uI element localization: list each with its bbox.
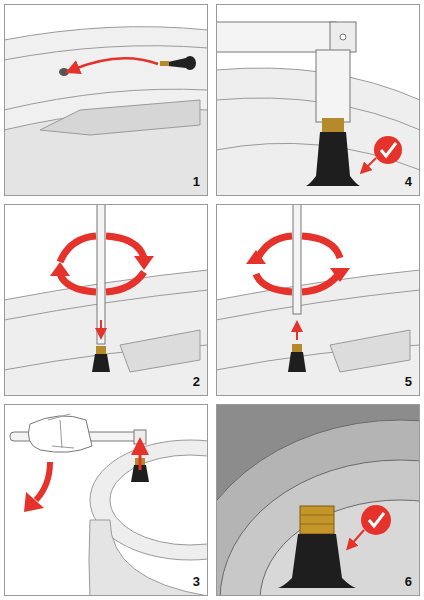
step-number: 3 [193,575,200,588]
step-number: 5 [405,375,412,388]
step-number: 6 [405,575,412,588]
step-number: 2 [193,375,200,388]
step-number: 4 [405,175,412,188]
step-number: 1 [193,175,200,188]
